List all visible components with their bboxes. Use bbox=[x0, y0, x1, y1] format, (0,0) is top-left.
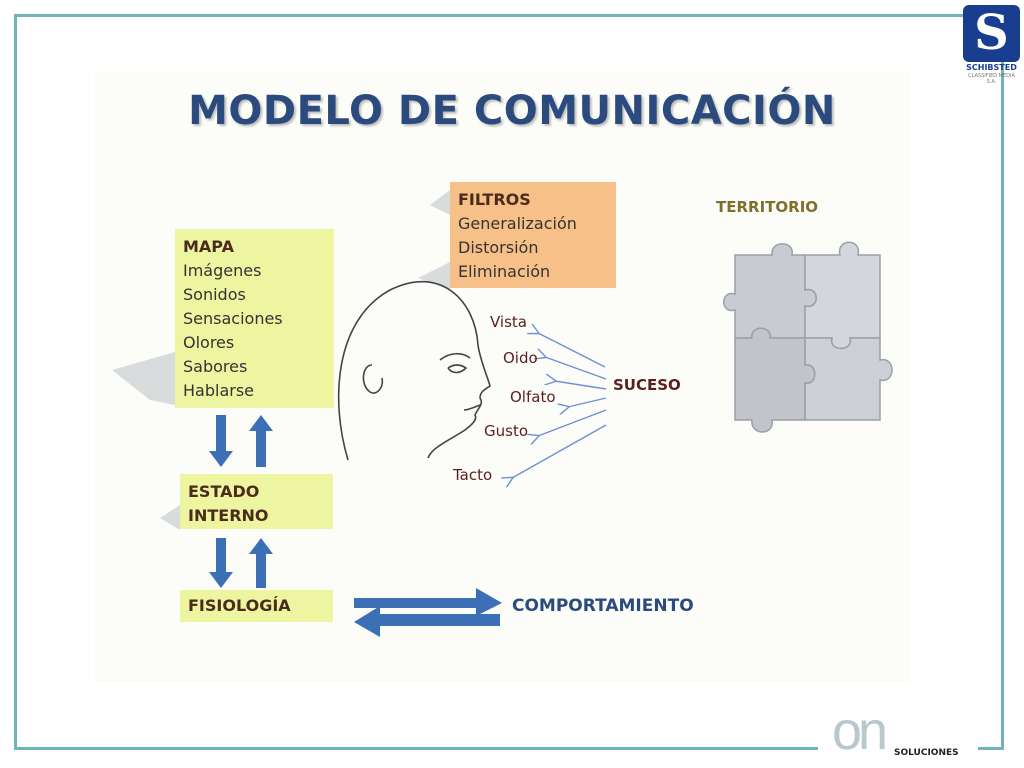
on-logo-text: SOLUCIONES bbox=[894, 748, 959, 758]
vertical-arrows bbox=[209, 415, 273, 588]
behavior-arrows bbox=[354, 588, 502, 637]
estado-shadow bbox=[160, 505, 180, 530]
on-logo-mark: on bbox=[832, 701, 888, 761]
internal-state-line: INTERNO bbox=[188, 506, 269, 525]
map-shadow bbox=[112, 352, 175, 405]
filter-shadow-bottom bbox=[418, 262, 450, 290]
map-item: Hablarse bbox=[183, 381, 254, 400]
sense-label-vista: Vista bbox=[490, 313, 527, 331]
sense-label-gusto: Gusto bbox=[484, 422, 529, 440]
puzzle-piece-1 bbox=[723, 243, 817, 339]
arrow-right bbox=[354, 588, 502, 616]
slide-frame bbox=[14, 14, 1004, 750]
map-item: Sabores bbox=[183, 357, 248, 376]
sense-label-oido: Oido bbox=[503, 349, 538, 367]
arrow-down-2 bbox=[209, 538, 233, 588]
territory-label: TERRITORIO bbox=[716, 198, 819, 216]
diagram-title: MODELO DE COMUNICACIÓN bbox=[188, 88, 836, 134]
filter-shadow-top bbox=[430, 190, 450, 215]
map-box: MAPA Imágenes Sonidos Sensaciones Olores… bbox=[175, 229, 334, 408]
schibsted-logo-mark: S bbox=[963, 5, 1020, 62]
map-item: Sonidos bbox=[183, 285, 246, 304]
schibsted-logo: S SCHIBSTED CLASSIFIED MEDIA S.A. bbox=[963, 5, 1020, 85]
map-header: MAPA bbox=[183, 237, 234, 256]
filters-box: FILTROS Generalización Distorsión Elimin… bbox=[450, 182, 616, 288]
map-item: Imágenes bbox=[183, 261, 262, 280]
physiology-label: FISIOLOGÍA bbox=[188, 596, 291, 615]
sense-label-olfato: Olfato bbox=[510, 388, 556, 406]
arrow-up-1 bbox=[249, 415, 273, 467]
arrow-down-1 bbox=[209, 415, 233, 467]
internal-state-box: ESTADO INTERNO bbox=[180, 474, 333, 529]
behavior-label: COMPORTAMIENTO bbox=[512, 596, 694, 616]
map-item: Olores bbox=[183, 333, 235, 352]
head-icon bbox=[337, 280, 491, 461]
on-soluciones-logo: on SOLUCIONES bbox=[818, 700, 978, 768]
event-label: SUCESO bbox=[613, 376, 681, 394]
puzzle-piece-3 bbox=[734, 327, 816, 433]
internal-state-line: ESTADO bbox=[188, 482, 260, 501]
schibsted-logo-name: SCHIBSTED bbox=[966, 63, 1017, 72]
arrow-left bbox=[354, 606, 500, 637]
filters-header: FILTROS bbox=[458, 190, 531, 209]
sense-label-tacto: Tacto bbox=[453, 466, 493, 484]
filter-item: Eliminación bbox=[458, 262, 551, 281]
schibsted-logo-sub: CLASSIFIED MEDIA S.A. bbox=[968, 73, 1015, 85]
map-item: Sensaciones bbox=[183, 309, 283, 328]
filter-item: Generalización bbox=[458, 214, 577, 233]
puzzle-icon bbox=[723, 241, 893, 433]
puzzle-piece-2 bbox=[804, 241, 881, 350]
arrow-up-2 bbox=[249, 538, 273, 588]
physiology-box: FISIOLOGÍA bbox=[180, 590, 333, 622]
puzzle-piece-4 bbox=[804, 337, 893, 421]
sense-arrows bbox=[512, 333, 607, 478]
filter-item: Distorsión bbox=[458, 238, 539, 257]
